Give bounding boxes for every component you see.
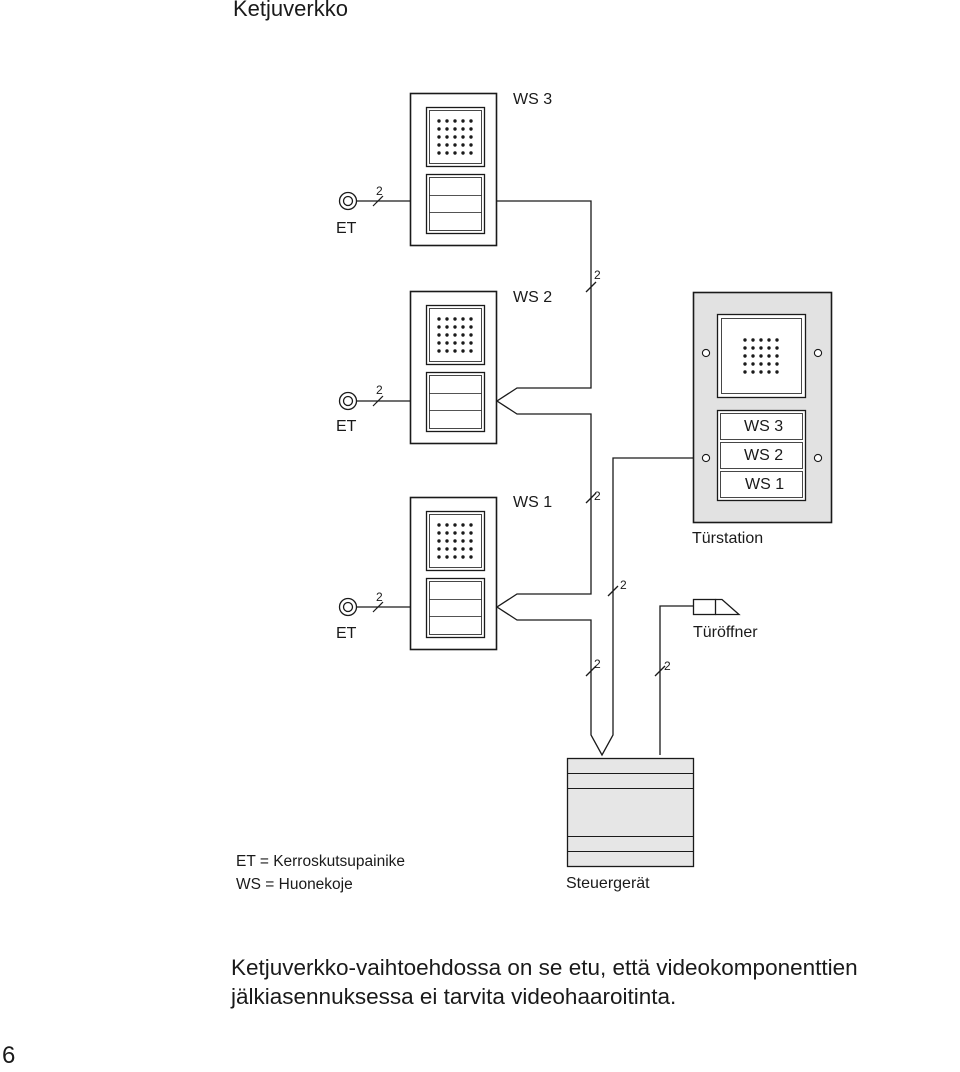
floor-call-button-ws2: 2 ET	[336, 383, 410, 435]
et-label: ET	[336, 220, 357, 237]
legend: ET = Kerroskutsupainike WS = Huonekoje	[236, 853, 405, 893]
wire-count-controller: 2	[594, 657, 601, 671]
controller: Steuergerät	[566, 757, 695, 892]
wire-count-ws2-ws1: 2	[594, 489, 601, 503]
call-button-icon	[338, 597, 358, 617]
door-opener-label: Türöffner	[693, 624, 758, 641]
door-button-ws2: WS 2	[744, 447, 783, 464]
door-station: WS 3 WS 2 WS 1 Türstation	[692, 291, 833, 547]
et-label: ET	[336, 625, 357, 642]
ws2-label: WS 2	[513, 289, 552, 306]
chain-wiring	[495, 200, 693, 757]
room-station-ws3: WS 3	[409, 91, 552, 247]
floor-call-button-ws1: 2 ET	[336, 590, 410, 642]
door-button-ws3: WS 3	[744, 418, 783, 435]
room-station-ws2: WS 2	[409, 289, 552, 445]
screw-icon	[813, 348, 823, 358]
ws3-label: WS 3	[513, 91, 552, 108]
body-line: jälkiasennuksessa ei tarvita videohaaroi…	[231, 984, 677, 1009]
et-wire-count: 2	[376, 184, 383, 198]
door-button-ws1: WS 1	[745, 476, 784, 493]
body-paragraph: Ketjuverkko-vaihtoehdossa on se etu, ett…	[231, 953, 858, 1011]
wire-count-door-station: 2	[620, 578, 627, 592]
screw-icon	[701, 348, 711, 358]
screw-icon	[813, 453, 823, 463]
floor-call-button-ws3: 2 ET	[336, 184, 410, 237]
screw-icon	[701, 453, 711, 463]
page-number: 6	[2, 1042, 16, 1069]
door-opener-icon	[692, 598, 717, 616]
legend-ws: WS = Huonekoje	[236, 876, 353, 893]
page-title: Ketjuverkko	[233, 0, 348, 21]
wire-count-opener: 2	[664, 659, 671, 673]
call-button-icon	[338, 191, 358, 211]
door-opener: Türöffner	[692, 598, 758, 641]
legend-et: ET = Kerroskutsupainike	[236, 853, 405, 870]
body-line: Ketjuverkko-vaihtoehdossa on se etu, ett…	[231, 955, 858, 980]
call-button-icon	[338, 391, 358, 411]
controller-label: Steuergerät	[566, 875, 650, 892]
door-station-label: Türstation	[692, 530, 763, 547]
et-wire-count: 2	[376, 383, 383, 397]
room-station-ws1: WS 1	[409, 494, 552, 651]
et-wire-count: 2	[376, 590, 383, 604]
wire-count-ws3-ws2: 2	[594, 268, 601, 282]
ws1-label: WS 1	[513, 494, 552, 511]
et-label: ET	[336, 418, 357, 435]
